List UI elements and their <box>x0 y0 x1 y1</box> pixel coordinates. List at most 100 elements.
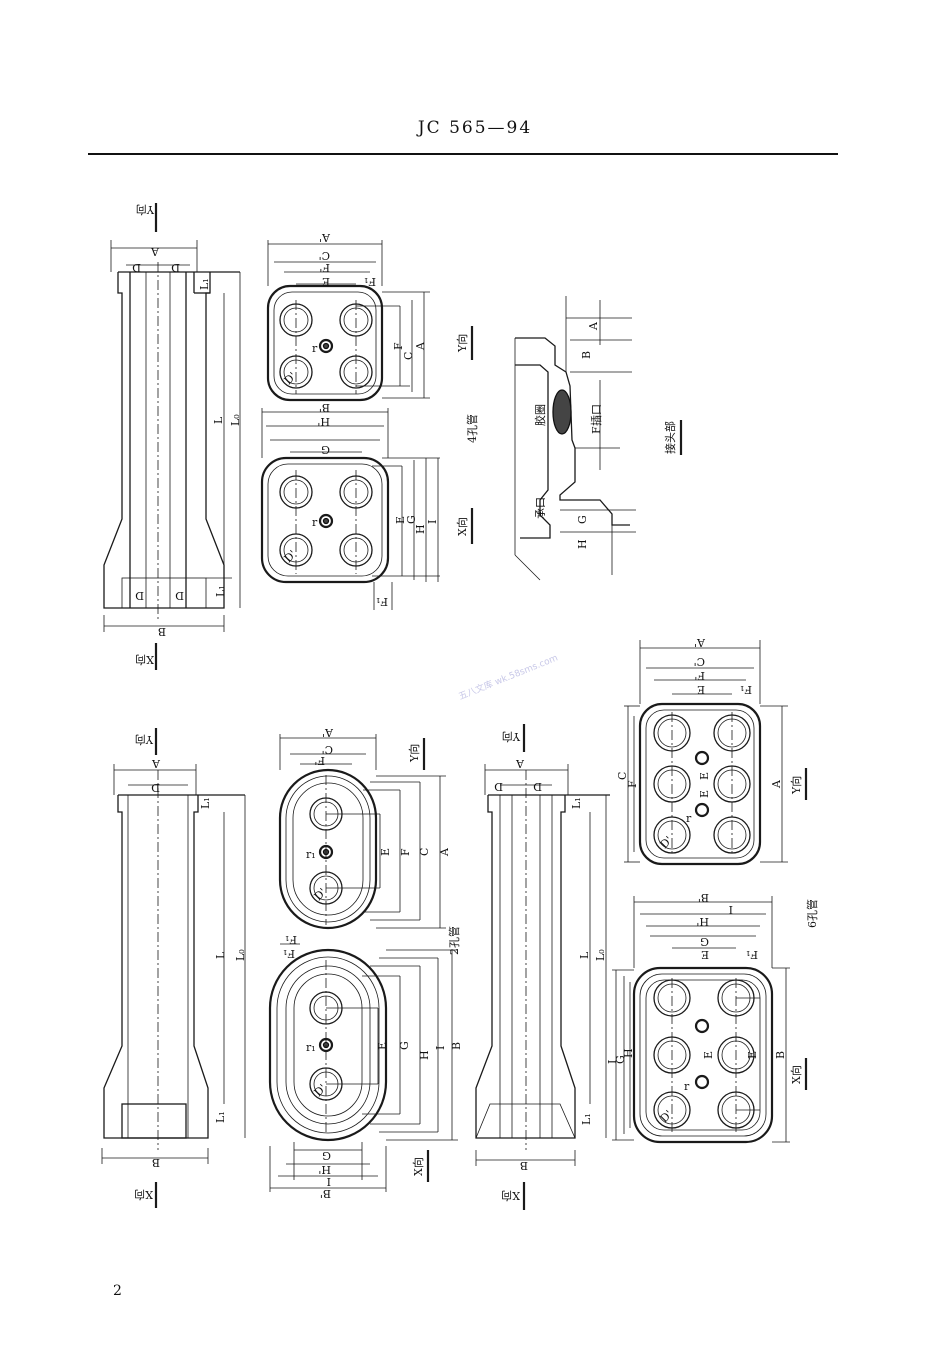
dim-B: B <box>520 1159 528 1172</box>
dim-F: F <box>392 342 405 350</box>
dim-r: r <box>312 342 318 355</box>
pipe6-x-view: B' I H' G E F₁ I G H E E B r D' X向 <box>606 891 808 1144</box>
dim-B-prime: B' <box>319 401 330 414</box>
dim-E: E <box>697 683 705 696</box>
x-direction-label: X向 <box>135 653 154 667</box>
pipe4-x-view: B' H' G E G H I r D' F₁ X向 <box>260 401 474 610</box>
dim-B: B <box>158 625 166 638</box>
dim-B-prime: B' <box>698 891 709 904</box>
dim-L1: L₁ <box>199 797 212 809</box>
dim-G: G <box>700 935 709 948</box>
dim-L0: L₀ <box>229 414 242 426</box>
y-direction-label: Y向 <box>136 203 155 217</box>
dim-L: L <box>212 416 225 424</box>
dim-B-prime: B' <box>320 1187 331 1200</box>
dim-F1: F₁ <box>746 948 758 961</box>
dim-G: G <box>576 515 589 524</box>
dim-H: H <box>418 1050 431 1060</box>
dim-I: I <box>606 1060 619 1064</box>
dim-F1: F₁ <box>740 683 752 696</box>
dim-I: I <box>434 1046 447 1050</box>
dim-H-prime: H' <box>696 915 709 928</box>
dim-B: B <box>774 1051 787 1059</box>
dim-D: D <box>132 261 141 274</box>
dim-D: D <box>171 261 180 274</box>
header-rule <box>88 153 838 155</box>
spigot-label: 插口 <box>589 404 603 426</box>
pipe4-y-view: A' C' F' E F₁ F C A r D' Y向 4孔管 <box>266 231 479 443</box>
socket-label: 承口 <box>534 497 547 519</box>
dim-E: E <box>376 1042 389 1050</box>
dim-C-prime: C' <box>694 655 705 668</box>
dim-G: G <box>405 515 418 524</box>
dim-F-prime: F' <box>314 754 325 767</box>
pipe2-y-view: A' C' F' E F C A r₁ D' Y向 2孔管 F₁ <box>278 726 461 955</box>
dim-L1: L₁ <box>198 278 211 290</box>
x-direction-label: X向 <box>134 1188 153 1202</box>
dim-H-prime: H' <box>317 415 330 428</box>
y-direction-label: Y向 <box>455 334 469 353</box>
standard-code: JC 565—94 <box>417 118 533 138</box>
pipe2-x-view: E G H I B r₁ D' G H' I B' X向 F₁ <box>268 947 463 1200</box>
dim-L: L <box>578 951 591 959</box>
dim-D: D <box>175 589 184 602</box>
pipe6-y-view: A' C' F' E F₁ C F E E A r D' Y向 6孔管 <box>616 636 819 928</box>
dim-H-prime: H' <box>318 1163 331 1176</box>
dim-F-prime: F' <box>694 669 705 682</box>
x-direction-label: X向 <box>411 1157 425 1176</box>
dim-G: G <box>398 1041 411 1050</box>
pipe2-side-view: Y向 X向 A D B L L₀ L₁ L₁ <box>101 728 247 1208</box>
dim-B: B <box>152 1156 160 1169</box>
dim-H: H <box>414 524 427 534</box>
dim-E: E <box>746 1051 759 1059</box>
dim-A: A <box>151 757 161 770</box>
dim-A: A <box>150 245 160 258</box>
dim-L1: L₁ <box>214 1111 227 1123</box>
dim-E: E <box>379 848 392 856</box>
dim-G: G <box>614 1055 627 1064</box>
dim-D: D <box>151 781 160 794</box>
dim-L: L <box>214 951 227 959</box>
y-direction-label: Y向 <box>502 730 521 744</box>
dim-C: C <box>418 848 431 856</box>
dim-A: A <box>587 321 600 331</box>
dim-E: E <box>698 772 711 780</box>
dim-A-prime: A' <box>322 726 334 739</box>
dim-F1: F₁ <box>285 933 297 946</box>
dim-r1: r₁ <box>306 848 316 861</box>
joint-detail: A B F G H 胶圈 插口 承口 接头部 <box>514 296 683 581</box>
dim-H: H <box>622 1048 635 1058</box>
dim-A: A <box>414 341 427 351</box>
dim-C: C <box>616 772 629 780</box>
y-direction-label: Y向 <box>789 776 803 795</box>
dim-E: E <box>701 948 709 961</box>
dim-F: F <box>626 780 639 788</box>
dim-E: E <box>322 275 330 288</box>
pipe4-side-view: Y向 X向 A D D D D B L L₀ L₁ L₁ <box>103 203 242 670</box>
dim-G: G <box>322 1149 331 1162</box>
dim-r: r <box>684 1080 690 1093</box>
dim-C-prime: C' <box>319 249 330 262</box>
gasket-label: 胶圈 <box>533 404 547 426</box>
dim-L0: L₀ <box>594 949 607 961</box>
x-direction-label: X向 <box>455 517 469 536</box>
dim-F: F <box>590 426 603 434</box>
pipe4-label: 4孔管 <box>465 414 479 443</box>
dim-r: r <box>312 516 318 529</box>
dim-A-prime: A' <box>319 231 331 244</box>
dim-L1: L₁ <box>570 797 583 809</box>
dim-D-prime: D' <box>658 1108 676 1126</box>
dim-H: H <box>576 539 589 549</box>
dim-D: D <box>135 589 144 602</box>
dim-F1: F₁ <box>376 595 388 608</box>
dim-L0: L₀ <box>234 949 247 961</box>
dim-F1: F₁ <box>283 947 295 960</box>
dim-A-prime: A' <box>694 636 706 649</box>
dim-L1: L₁ <box>214 585 227 597</box>
dim-A: A <box>770 779 783 789</box>
dim-F1: F₁ <box>364 275 376 288</box>
dim-D: D <box>533 780 542 793</box>
y-direction-label: Y向 <box>407 744 421 763</box>
dim-I: I <box>729 903 733 916</box>
